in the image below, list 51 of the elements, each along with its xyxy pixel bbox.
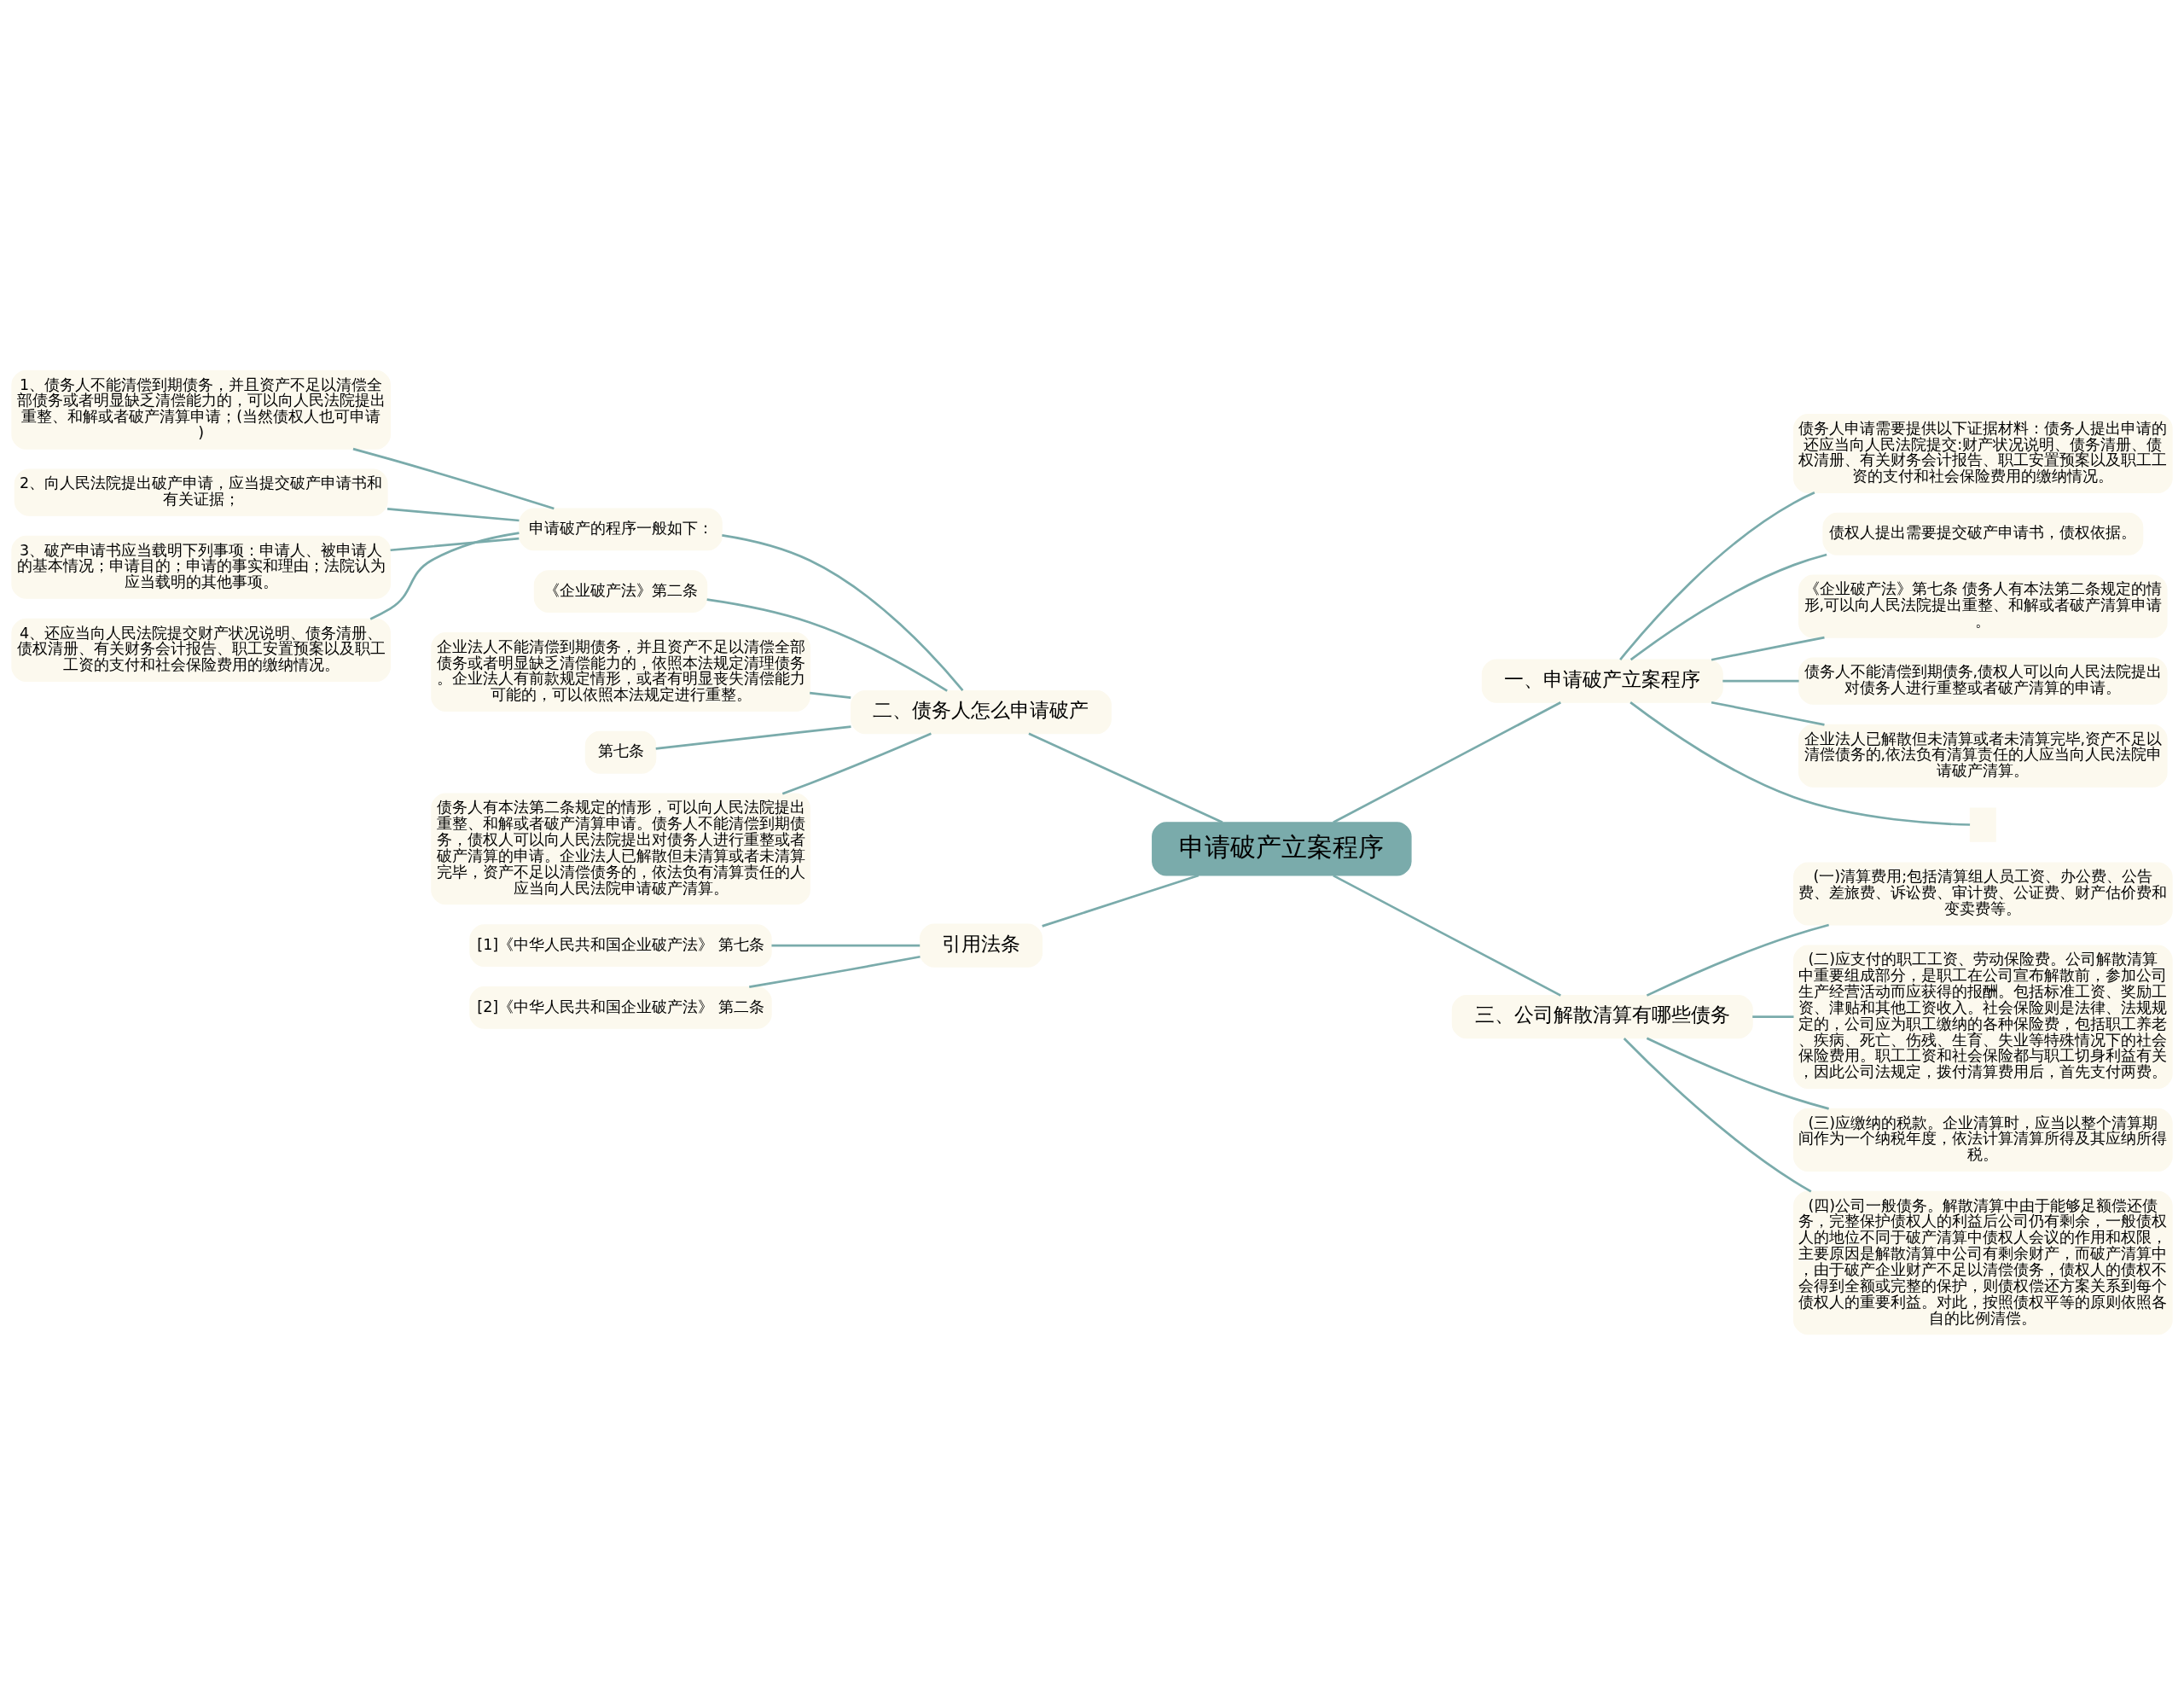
node-box: 企业法人已解散但未清算或者未清算完毕,资产不足以清偿债务的,依法负有清算责任的人应当向人民法院申请破产清算。 xyxy=(1798,724,2168,788)
node-box: 申请破产立案程序 xyxy=(1152,821,1412,876)
node-box xyxy=(1969,806,1996,842)
connector xyxy=(390,537,520,551)
connector xyxy=(1623,1037,1812,1193)
node-box: 二、债务人怎么申请破产 xyxy=(851,689,1112,734)
connector xyxy=(1646,1037,1829,1110)
node-box: 债务人有本法第二条规定的情形，可以向人民法院提出重整、和解或者破产清算申请。债务人不能清偿到期债务，债权人可以向人民法院提出对债务人进行重整或者破产清算的申请。企业法人已解散但未清算或者未清算完毕，资产不足以清偿债务的，依法负有清算责任的人应当向人民法院申请破产清算。 xyxy=(431,793,810,904)
node-box: 债务人申请需要提供以下证据材料：债务人提出申请的还应当向人民法院提交:财产状况说明、债务清册、债权清册、有关财务会计报告、职工安置预案以及职工工资的支付和社会保险费用的缴纳情况。 xyxy=(1793,413,2173,493)
node-box: 3、破产申请书应当载明下列事项：申请人、被申请人的基本情况；申请目的；申请的事实和理由；法院认为应当载明的其他事项。 xyxy=(11,535,391,599)
node-box: 1、债务人不能清偿到期债务，并且资产不足以清偿全部债务或者明显缺乏清偿能力的，可以向人民法院提出重整、和解或者破产清算申请；(当然债权人也可申请) xyxy=(11,369,391,450)
connector xyxy=(1042,874,1199,928)
connector xyxy=(1333,701,1561,823)
node-box: 引用法条 xyxy=(919,923,1043,968)
connector xyxy=(1711,636,1825,661)
connector xyxy=(386,507,520,521)
node-box: (三)应缴纳的税款。企业清算时，应当以整个清算期间作为一个纳税年度，依法计算清算所得及其应纳所得税。 xyxy=(1793,1108,2173,1172)
connector xyxy=(1619,491,1815,660)
node-box: 第七条 xyxy=(584,730,657,774)
connector xyxy=(1629,553,1827,660)
connector xyxy=(1629,701,1971,826)
node-box: (二)应支付的职工工资、劳动保险费。公司解散清算中重要组成部分，是职工在公司宣布解散前，参加公司生产经营活动而应获得的报酬。包括标准工资、奖励工资、津贴和其他工资收入。社会保险则是法律、法规规定的，公司应为职工缴纳的各种保险费，包括职工养老、疾病、死亡、伤残、生育、失业等特殊情况下的社会保险费用。职工工资和社会保险都与职工切身利益有关，因此公司法规定，拨付清算费用后，首先支付两费。 xyxy=(1793,944,2173,1089)
node-box: 《企业破产法》第七条 债务人有本法第二条规定的情形,可以向人民法院提出重整、和解或者破产清算申请。 xyxy=(1798,574,2168,638)
node-box: 2、向人民法院提出破产申请，应当提交破产申请书和有关证据； xyxy=(14,468,388,516)
connector xyxy=(781,731,932,794)
node-box: 债权人提出需要提交破产申请书，债权依据。 xyxy=(1822,512,2144,555)
connector xyxy=(1722,679,1799,683)
connector xyxy=(369,531,520,620)
node-box: 企业法人不能清偿到期债务，并且资产不足以清偿全部债务或者明显缺乏清偿能力的，依照本法规定清理债务。企业法人有前款规定情形，或者有明显丧失清偿能力可能的，可以依照本法规定进行重整。 xyxy=(431,631,810,712)
node-box: 4、还应当向人民法院提交财产状况说明、债务清册、债权清册、有关财务会计报告、职工安置预案以及职工工资的支付和社会保险费用的缴纳情况。 xyxy=(11,618,391,682)
connector xyxy=(1333,874,1561,997)
node-box: (一)清算费用;包括清算组人员工资、办公费、公告费、差旅费、诉讼费、审计费、公证费、财产估价费和变卖费等。 xyxy=(1793,861,2173,926)
connector xyxy=(771,944,921,946)
node-box: 申请破产的程序一般如下： xyxy=(519,507,723,550)
connector xyxy=(706,597,948,692)
connector xyxy=(749,955,921,988)
connector xyxy=(1646,923,1829,997)
node-box: 债务人不能清偿到期债务,债权人可以向人民法院提出对债务人进行重整或者破产清算的申请。 xyxy=(1798,657,2168,705)
connector xyxy=(1028,731,1223,823)
node-box: 三、公司解散清算有哪些债务 xyxy=(1451,994,1753,1038)
connector xyxy=(352,447,555,509)
node-box: 一、申请破产立案程序 xyxy=(1481,659,1723,703)
connector xyxy=(1711,701,1825,726)
node-box: 《企业破产法》第二条 xyxy=(533,569,708,613)
connector xyxy=(655,724,851,750)
connector xyxy=(810,691,851,699)
connector xyxy=(722,533,964,691)
connector xyxy=(1752,1015,1794,1018)
node-box: (四)公司一般债务。解散清算中由于能够足额偿还债务，完整保护债权人的利益后公司仍有剩余，一般债权人的地位不同于破产清算中债权人会议的作用和权限，主要原因是解散清算中公司有剩余财产，而破产清算中，由于破产企业财产不足以清偿债务，债权人的债权不会得到全额或完整的保护，则债权偿还方案关系到每个债权人的重要利益。对此，按照债权平等的原则依照各自的比例清偿。 xyxy=(1793,1190,2173,1335)
node-box: [2]《中华人民共和国企业破产法》 第二条 xyxy=(469,986,772,1029)
node-box: [1]《中华人民共和国企业破产法》 第七条 xyxy=(469,923,772,967)
